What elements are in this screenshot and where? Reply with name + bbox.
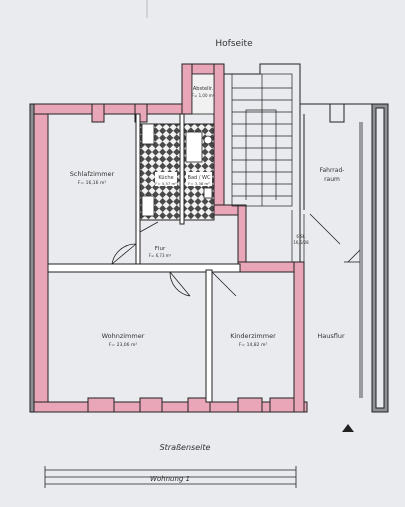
apartment-dimension-bar [44, 466, 297, 488]
orientation-arrow-icon [342, 424, 354, 432]
schlaf-name: Schlafzimmer [70, 170, 115, 178]
kitchen-area: F= 5,57 m² [155, 181, 177, 186]
top-windows [91, 103, 345, 123]
kitchen-label-bg [155, 172, 177, 186]
kinder-name: Kinderzimmer [230, 332, 276, 340]
stair-note-1: 6 St. [296, 234, 305, 239]
flur-name: Flur [155, 246, 166, 252]
staircase [231, 73, 305, 262]
wohn-name: Wohnzimmer [102, 332, 145, 340]
top-side-label: Hofseite [215, 39, 253, 49]
wohn-area: F= 23,06 m² [109, 342, 137, 348]
right-exterior-wall [29, 103, 389, 413]
abstell-room [191, 73, 215, 115]
door-swings [111, 213, 361, 297]
flur-area: F= 6,73 m² [149, 253, 172, 258]
fahrrad-name-2: raum [324, 176, 340, 183]
stair-note-2: 16,5/28 [293, 240, 309, 245]
abstell-name: Abstellr. [193, 86, 214, 92]
kitchen-fixtures [141, 123, 155, 217]
bath-name: Bad / WC [188, 175, 211, 181]
hausflur-walls [344, 122, 363, 398]
bath-area: F= 3,38 m² [188, 181, 210, 186]
bottom-side-label: Straßenseite [160, 443, 211, 452]
room-labels: Abstellr. F= 1,00 m² Schlafzimmer F= 16,… [70, 86, 345, 348]
hausflur-name: Hausflur [317, 332, 345, 340]
exterior-walls [31, 63, 308, 413]
interior-walls [47, 113, 241, 403]
fahrrad-name-1: Fahrrad- [320, 167, 345, 174]
bath-label-bg [186, 172, 212, 186]
bath-fixtures [185, 131, 213, 199]
kinder-area: F= 14,82 m² [239, 342, 267, 348]
kitchen-name: Küche [158, 175, 173, 181]
schlaf-area: F= 16,16 m² [78, 180, 106, 186]
apartment-label: Wohnung 1 [150, 475, 190, 483]
abstell-area: F= 1,00 m² [192, 93, 215, 98]
bottom-windows [87, 397, 295, 413]
